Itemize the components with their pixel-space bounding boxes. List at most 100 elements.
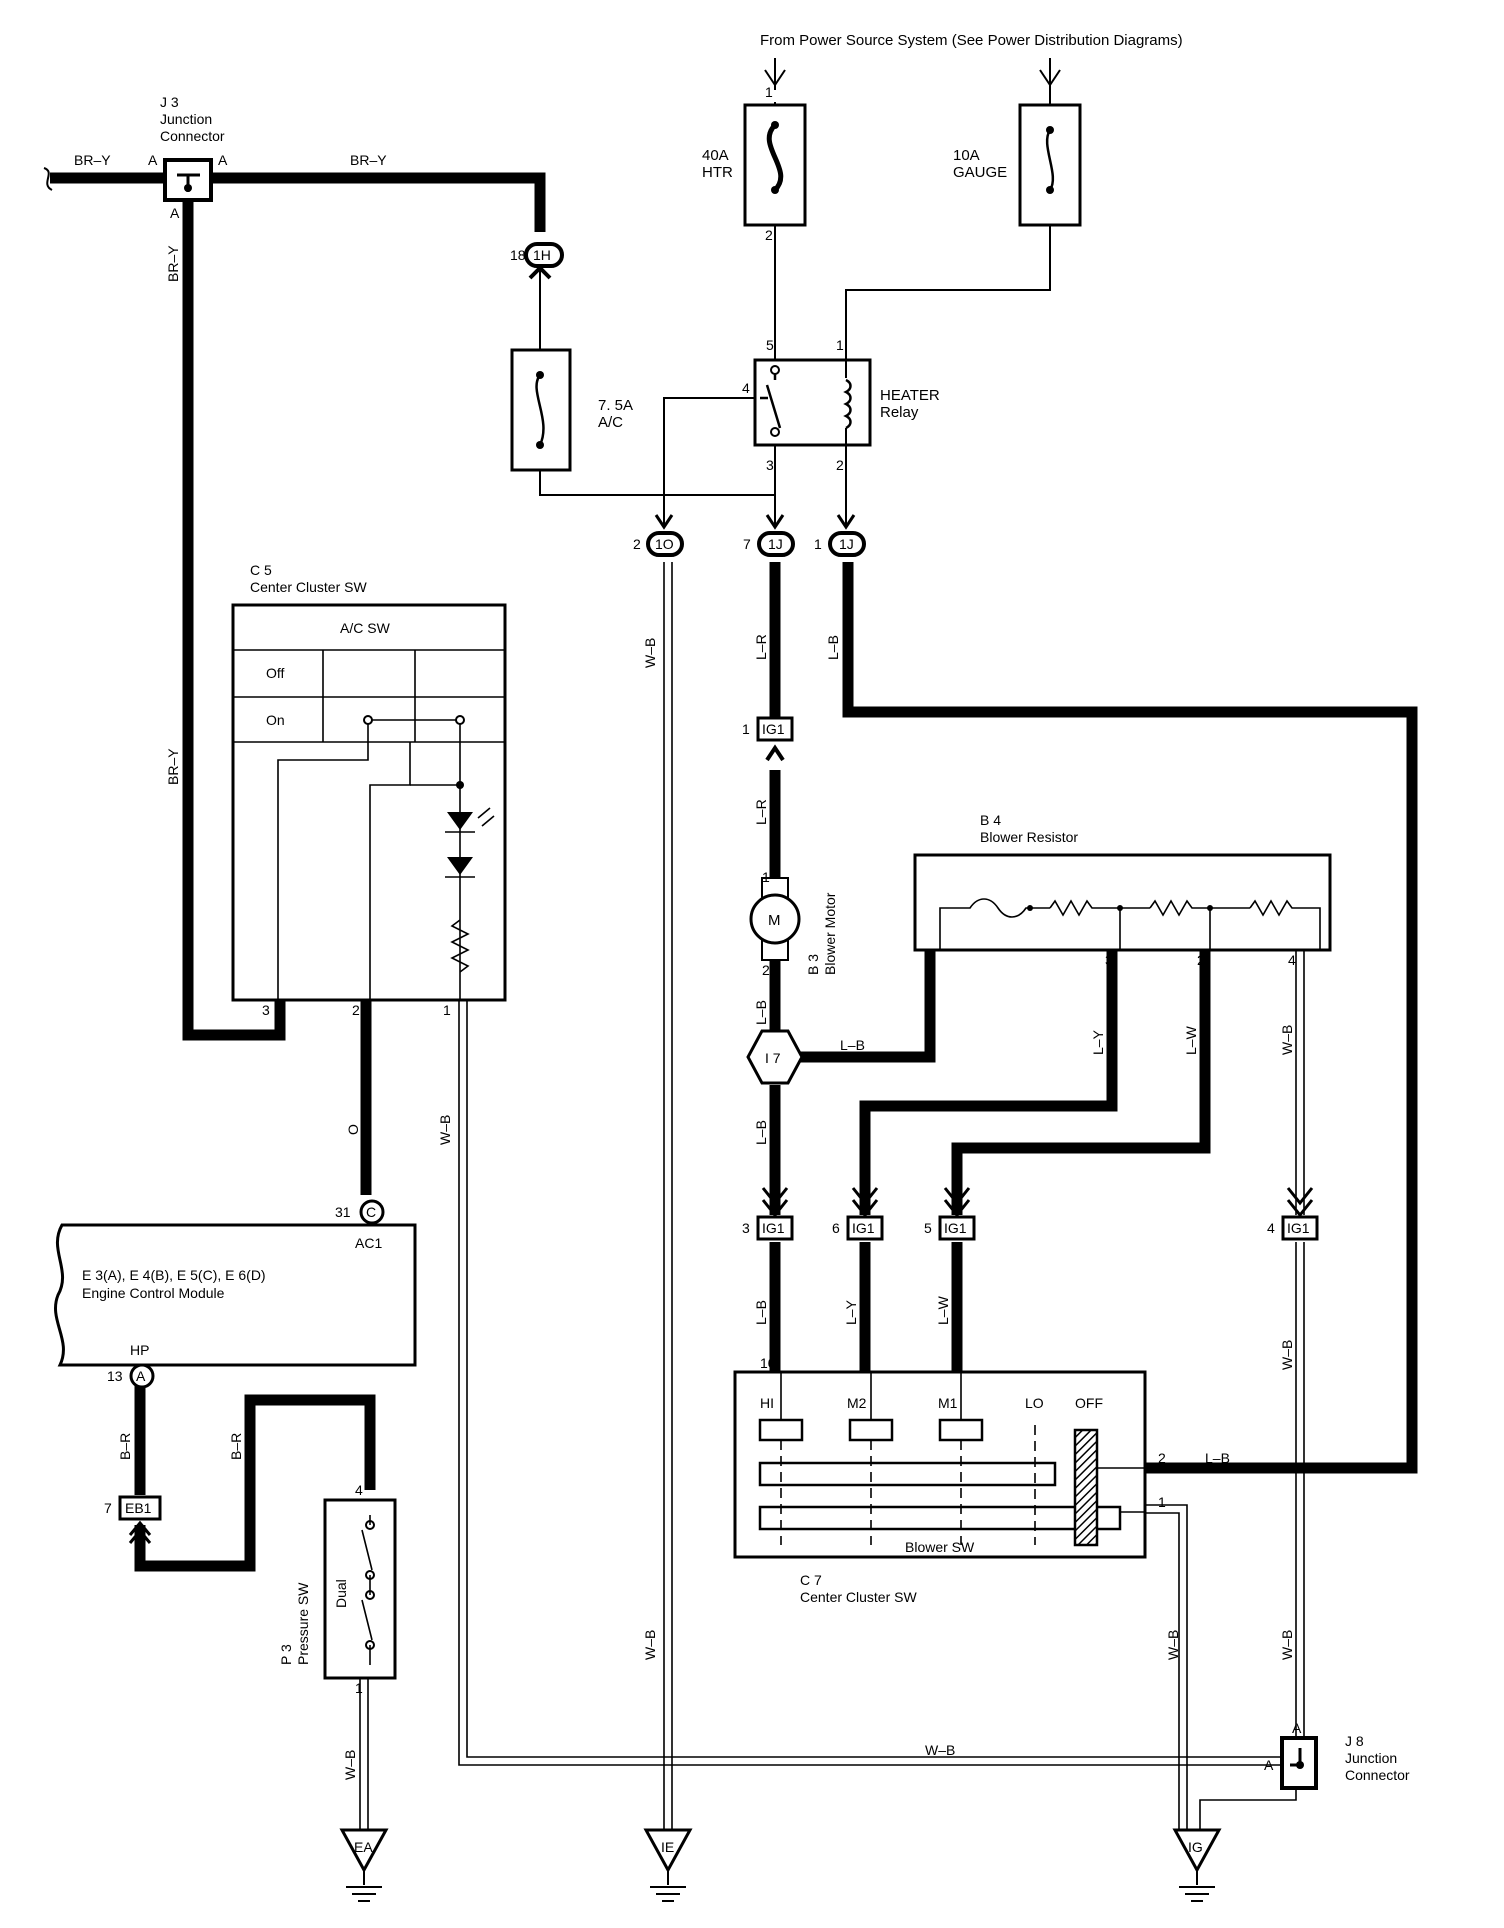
pressure-sw-name: Pressure SW	[295, 1582, 311, 1665]
ecm-term-ac1: AC1	[355, 1235, 382, 1251]
ground-ig	[1172, 1828, 1222, 1902]
wire-label-b-r-left: B–R	[117, 1433, 133, 1460]
c5-center-cluster-sw	[231, 603, 507, 1002]
wire-label-l-b-c7-right: L–B	[1205, 1450, 1230, 1466]
connector-ig1-3	[756, 1215, 794, 1241]
c5-row-off: Off	[266, 665, 285, 681]
wire-label-w-b-ig: W–B	[1165, 1630, 1181, 1660]
relay-pin-1: 1	[836, 337, 844, 353]
connector-c	[359, 1199, 385, 1225]
thick-wires	[50, 172, 1418, 1572]
connector-ig1-4	[1281, 1215, 1319, 1241]
blower-motor-id: B 3	[805, 954, 821, 975]
c7-inner-name: Blower SW	[905, 1539, 975, 1555]
c7-pin-7: 7	[951, 1355, 959, 1371]
wire-label-w-b-1o: W–B	[642, 638, 658, 668]
c7-blower-sw	[733, 1370, 1147, 1559]
ac-rating: 7. 5A	[598, 397, 633, 414]
connector-1h-pin: 18	[510, 247, 526, 263]
c7-pos-hi: HI	[760, 1395, 774, 1411]
source-note: From Power Source System (See Power Dist…	[760, 32, 1183, 49]
c5-row-on: On	[266, 712, 285, 728]
connector-1j-left	[757, 531, 795, 557]
wire-label-o: O	[345, 1124, 361, 1135]
ig1-3-label: IG1	[762, 1220, 785, 1236]
blower-motor	[749, 877, 801, 961]
c7-pin-2: 2	[1158, 1450, 1166, 1466]
wire-label-l-w-lower: L–W	[935, 1295, 951, 1325]
ground-ie-label: IE	[661, 1839, 674, 1855]
wire-label-l-b-lower: L–B	[753, 1120, 769, 1145]
relay-pin-4: 4	[742, 380, 750, 396]
j3-name-1: Junction	[160, 111, 212, 127]
wire-label-w-b-b4: W–B	[1279, 1025, 1295, 1055]
wire-label-l-w-upper: L–W	[1183, 1025, 1199, 1055]
j3-id: J 3	[160, 94, 179, 110]
connector-1j-left-pin: 7	[743, 536, 751, 552]
c5-id: C 5	[250, 562, 272, 578]
i7-label: I 7	[765, 1050, 781, 1066]
pressure-sw-pin-1: 1	[355, 1680, 363, 1696]
ig1-5-label: IG1	[944, 1220, 967, 1236]
c7-pos-lo: LO	[1025, 1395, 1044, 1411]
b4-name: Blower Resistor	[980, 829, 1078, 845]
connector-1h-label: 1H	[533, 247, 551, 263]
eb1-pin: 7	[104, 1500, 112, 1516]
c5-table-title: A/C SW	[340, 620, 391, 636]
ig1-5-pin: 5	[924, 1220, 932, 1236]
wire-label-w-b-bottom: W–B	[925, 1742, 955, 1758]
c7-pos-off: OFF	[1075, 1395, 1103, 1411]
relay-pin-3: 3	[766, 457, 774, 473]
connector-1j-left-label: 1J	[768, 536, 783, 552]
engine-control-module	[54, 1223, 417, 1367]
wire-label-l-r-upper: L–R	[753, 634, 769, 660]
j3-pin-bottom: A	[170, 205, 180, 221]
pressure-switch	[323, 1498, 397, 1680]
wire-label-br-y-lower: BR–Y	[165, 748, 181, 785]
gauge-name: GAUGE	[953, 164, 1007, 181]
connector-1j-right-pin: 1	[814, 536, 822, 552]
relay-pin-5: 5	[766, 337, 774, 353]
b4-id: B 4	[980, 812, 1001, 828]
htr-pin-in: 1	[765, 84, 773, 100]
ground-ea-label: EA	[354, 1839, 373, 1855]
ecm-pin-13: 13	[107, 1368, 123, 1384]
j3-junction-connector	[163, 158, 213, 202]
double-wires	[359, 562, 1305, 1830]
heater-relay-name-2: Relay	[880, 404, 919, 421]
c7-pos-m1: M1	[938, 1395, 958, 1411]
wire-label-l-r-lower: L–R	[753, 799, 769, 825]
connector-a	[129, 1363, 155, 1389]
connector-ig1-5	[938, 1215, 976, 1241]
blower-motor-symbol: M	[768, 912, 781, 929]
b4-pin-4: 4	[1288, 952, 1296, 968]
b4-pin-3: 3	[1105, 952, 1113, 968]
wire-label-w-b-j8: W–B	[1279, 1630, 1295, 1660]
connector-1o-pin: 2	[633, 536, 641, 552]
c7-pos-m2: M2	[847, 1395, 867, 1411]
pressure-sw-pin-4: 4	[355, 1482, 363, 1498]
b4-blower-resistor	[913, 853, 1332, 952]
connector-ig1-6	[846, 1215, 884, 1241]
connector-eb1	[118, 1495, 162, 1544]
j8-name-2: Connector	[1345, 1767, 1410, 1783]
c7-pin-10: 10	[760, 1355, 776, 1371]
j8-name-1: Junction	[1345, 1750, 1397, 1766]
connector-i7	[746, 1029, 804, 1085]
b4-pin-1: 1	[924, 952, 932, 968]
wire-label-b-r-right: B–R	[228, 1433, 244, 1460]
eb1-label: EB1	[125, 1500, 152, 1516]
ground-ie	[643, 1828, 693, 1902]
fuse-ac	[510, 348, 572, 472]
ig1-6-pin: 6	[832, 1220, 840, 1236]
ac-name: A/C	[598, 414, 623, 431]
wire-label-w-b-c5: W–B	[437, 1115, 453, 1145]
arrow-icon	[761, 1187, 1314, 1218]
c7-pin-6: 6	[860, 1355, 868, 1371]
wire-label-br-y-left: BR–Y	[74, 152, 111, 168]
c5-pin-1: 1	[443, 1002, 451, 1018]
ig1-top-label: IG1	[762, 721, 785, 737]
c5-pin-3: 3	[262, 1002, 270, 1018]
htr-rating: 40A	[702, 147, 729, 164]
relay-pin-2: 2	[836, 457, 844, 473]
